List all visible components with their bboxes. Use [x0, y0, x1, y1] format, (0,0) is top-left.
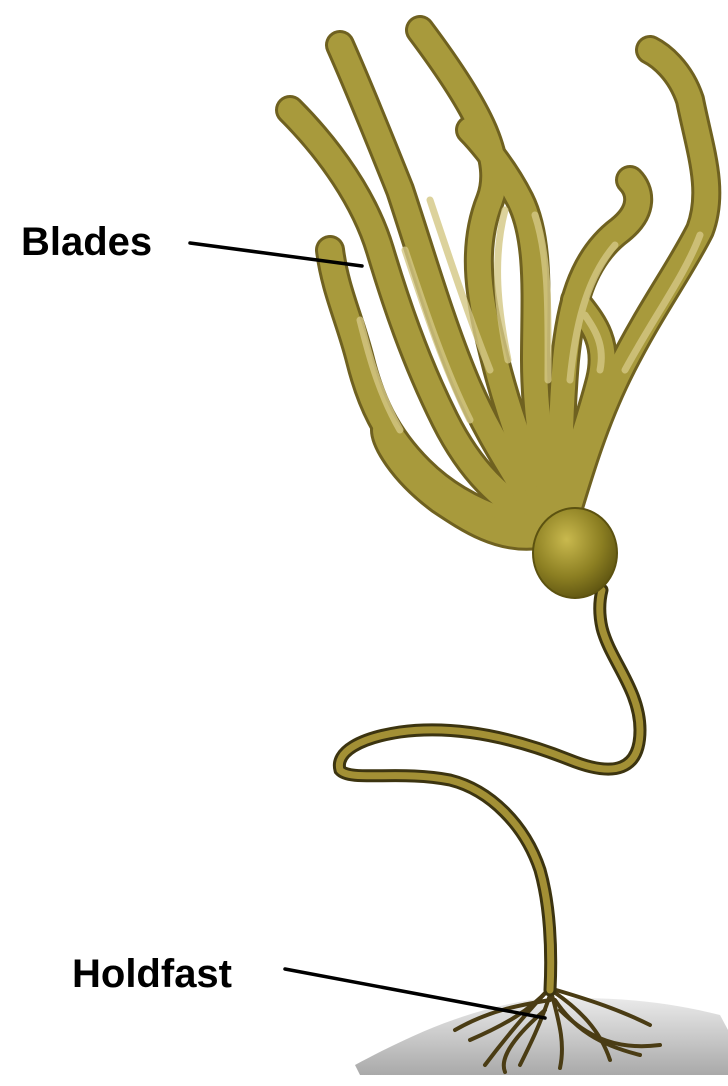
blades-group: [290, 30, 706, 536]
blades-label: Blades: [21, 222, 152, 262]
rock-shape: [355, 998, 728, 1075]
holdfast-label: Holdfast: [72, 954, 232, 994]
holdfast-leader-line: [285, 969, 545, 1018]
float-bulb: [533, 508, 617, 598]
stipe: [339, 590, 640, 990]
